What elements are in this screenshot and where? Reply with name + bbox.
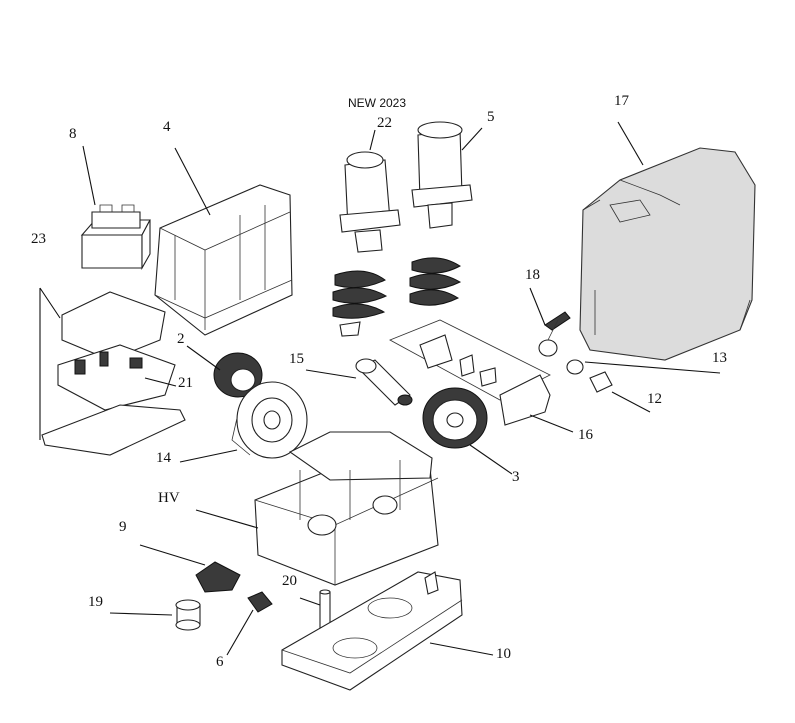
label-new-2023: NEW 2023 xyxy=(348,96,407,110)
part-pinion-gear xyxy=(213,352,263,398)
label-part-19: 19 xyxy=(88,594,103,610)
part-motor-new-2023 xyxy=(332,151,401,337)
part-release-mechanism xyxy=(389,319,551,426)
label-part-20: 20 xyxy=(282,573,297,589)
label-hv: HV xyxy=(158,490,180,506)
label-part-18: 18 xyxy=(525,267,540,283)
part-gearbox-housing xyxy=(254,431,439,586)
part-lock-cylinder xyxy=(589,371,613,393)
label-part-2: 2 xyxy=(177,331,185,347)
label-part-8: 8 xyxy=(69,126,77,142)
label-part-13: 13 xyxy=(712,350,727,366)
label-part-6: 6 xyxy=(216,654,224,670)
label-part-17: 17 xyxy=(614,93,629,109)
label-part-14: 14 xyxy=(156,450,171,466)
label-part-12: 12 xyxy=(647,391,662,407)
label-part-4: 4 xyxy=(163,119,171,135)
label-part-10: 10 xyxy=(496,646,511,662)
label-part-3: 3 xyxy=(512,469,520,485)
part-mounting-frame xyxy=(154,184,293,336)
leader-lines xyxy=(82,121,721,656)
part-connector-block xyxy=(195,561,241,593)
label-part-23: 23 xyxy=(31,231,46,247)
label-part-9: 9 xyxy=(119,519,127,535)
part-terminal xyxy=(247,591,273,613)
part-base-plate xyxy=(281,571,463,691)
label-part-21: 21 xyxy=(178,375,193,391)
part-control-board-assembly xyxy=(39,287,186,456)
part-capacitor xyxy=(175,599,201,631)
part-shaft xyxy=(355,358,413,406)
part-motor xyxy=(409,121,473,306)
label-part-15: 15 xyxy=(289,351,304,367)
part-transformer xyxy=(80,204,151,271)
label-part-5: 5 xyxy=(487,109,495,125)
part-gear-cover xyxy=(231,381,308,459)
label-part-16: 16 xyxy=(578,427,593,443)
part-release-lever xyxy=(538,311,571,357)
label-part-22: 22 xyxy=(377,115,392,131)
part-cover-housing xyxy=(579,147,756,361)
part-lock-nut xyxy=(566,359,584,375)
part-main-gear xyxy=(422,387,488,449)
